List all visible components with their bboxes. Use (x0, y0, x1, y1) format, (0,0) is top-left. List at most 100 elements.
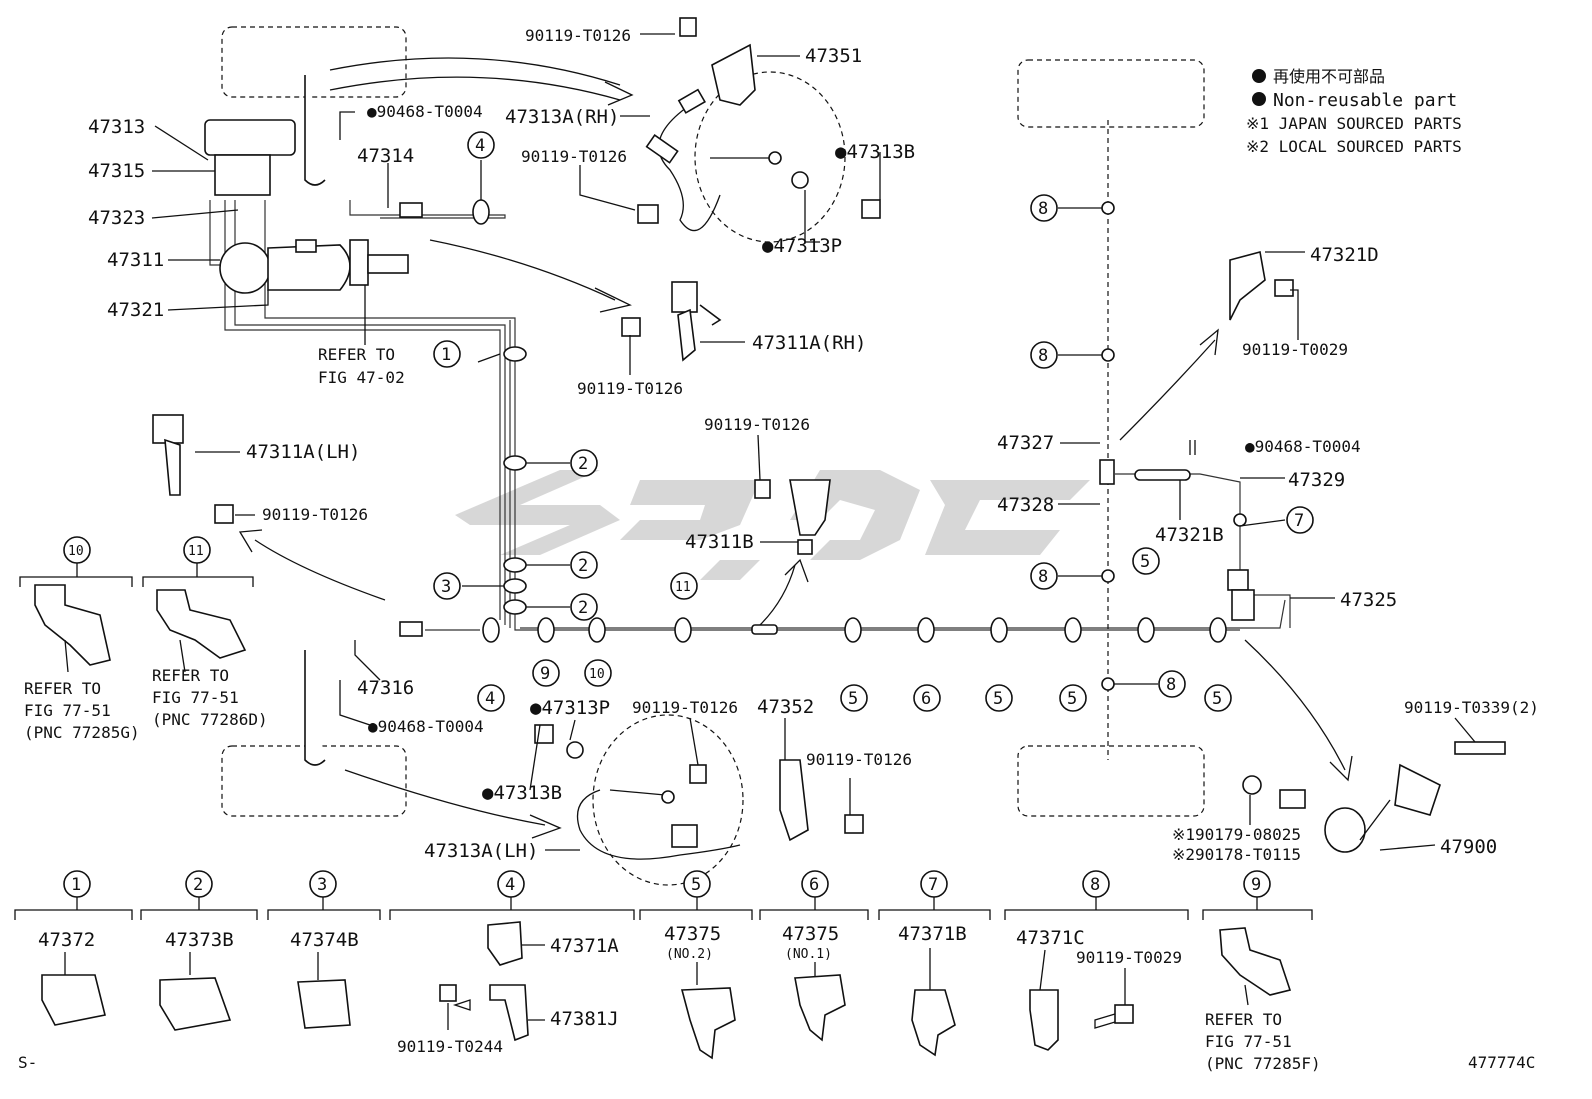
svg-text:7: 7 (1294, 511, 1304, 531)
label-47311a-lh: 47311A(LH) (246, 441, 360, 463)
label-290178-t0115: ※290178-T0115 (1172, 845, 1301, 864)
svg-text:5: 5 (1067, 689, 1077, 709)
clip-table-entry-7: 7 47371B (878, 870, 991, 1057)
callout-5d: 5 (1132, 547, 1160, 575)
label-90119-t0126-top: 90119-T0126 (525, 26, 631, 45)
watermark-logo (455, 470, 1090, 580)
leader-lines (151, 33, 1476, 851)
clip-table-entry-6: 6 47375 (NO.1) (759, 870, 869, 1042)
clip-table-entry-1: 1 47372 (14, 870, 133, 1026)
svg-text:5: 5 (993, 689, 1003, 709)
svg-text:47373B: 47373B (165, 929, 234, 951)
non-reusable-dot-icon (1252, 69, 1266, 83)
refer-fig-47-02-a: REFER TO (318, 345, 395, 364)
callout-circles: 1 4 2 2 3 2 11 4 9 10 5 6 5 5 5 5 8 8 8 … (433, 131, 1314, 712)
label-47313: 47313 (88, 116, 145, 138)
label-90119-t0126-311lh: 90119-T0126 (262, 505, 368, 524)
callout-8c: 8 (1030, 562, 1058, 590)
label-47313p-rh: ●47313P (762, 235, 842, 257)
legend-non-reusable-jp: 再使用不可部品 (1273, 67, 1385, 86)
svg-text:REFER TO: REFER TO (24, 679, 101, 698)
svg-text:(PNC 77286D): (PNC 77286D) (152, 710, 268, 729)
reference-box-top-right (1017, 59, 1205, 128)
pipe-hooks (304, 75, 423, 766)
clip-table-entry-2: 2 47373B (140, 870, 258, 1031)
svg-text:47371A: 47371A (550, 935, 619, 957)
callout-2b: 2 (570, 551, 598, 579)
callout-5b: 5 (985, 684, 1013, 712)
svg-text:8: 8 (1038, 346, 1048, 366)
svg-text:10: 10 (68, 544, 84, 559)
non-reusable-dot-icon (1252, 92, 1266, 106)
reference-box-top-left (221, 26, 407, 98)
svg-text:90119-T0244: 90119-T0244 (397, 1037, 503, 1056)
sensor-47900 (1242, 741, 1506, 853)
svg-text:6: 6 (809, 875, 819, 895)
label-47900: 47900 (1440, 836, 1497, 858)
svg-text:11: 11 (188, 544, 204, 559)
svg-text:7: 7 (928, 875, 938, 895)
callout-8a: 8 (1030, 194, 1058, 222)
label-90119-t0126-311rh: 90119-T0126 (577, 379, 683, 398)
svg-text:47372: 47372 (38, 929, 95, 951)
svg-text:(PNC 77285G): (PNC 77285G) (24, 723, 140, 742)
callout-1a: 1 (433, 340, 461, 368)
svg-text:2: 2 (578, 454, 588, 474)
label-47313a-lh: 47313A(LH) (424, 840, 538, 862)
label-47321d: 47321D (1310, 244, 1379, 266)
pointer-arrows (238, 57, 1353, 839)
svg-text:3: 3 (441, 577, 451, 597)
reference-box-bottom-right (1017, 745, 1205, 817)
page-prefix: S- (18, 1053, 37, 1072)
label-47327: 47327 (997, 432, 1054, 454)
svg-text:2: 2 (193, 875, 203, 895)
svg-text:5: 5 (1140, 552, 1150, 572)
svg-text:1: 1 (441, 345, 451, 365)
line-clips (472, 199, 1247, 691)
callout-8b: 8 (1030, 341, 1058, 369)
hose-bracket-rh (621, 281, 722, 362)
figure-code: 477774C (1468, 1053, 1535, 1072)
svg-text:47371C: 47371C (1016, 927, 1085, 949)
svg-text:90119-T0029: 90119-T0029 (1076, 948, 1182, 967)
label-90119-t0029-d: 90119-T0029 (1242, 340, 1348, 359)
label-47325: 47325 (1340, 589, 1397, 611)
clip-table-entry-9: 9 REFER TO FIG 77-51 (PNC 77285F) (1202, 870, 1321, 1073)
callout-4a: 4 (467, 131, 495, 159)
svg-text:4: 4 (505, 875, 515, 895)
svg-text:1: 1 (71, 875, 81, 895)
callout-5e: 5 (1204, 684, 1232, 712)
svg-text:(NO.2): (NO.2) (666, 947, 713, 962)
label-90119-t0126-rh: 90119-T0126 (521, 147, 627, 166)
callout-10a: 10 (584, 659, 612, 687)
svg-text:10: 10 (589, 667, 605, 682)
callout-2a: 2 (570, 449, 598, 477)
svg-text:47374B: 47374B (290, 929, 359, 951)
svg-text:47375: 47375 (664, 923, 721, 945)
label-47315: 47315 (88, 160, 145, 182)
label-47314: 47314 (357, 145, 414, 167)
callout-9a: 9 (532, 659, 560, 687)
callout-4b: 4 (477, 684, 505, 712)
legend-note-1: ※1 JAPAN SOURCED PARTS (1246, 114, 1462, 133)
label-47313b-rh: ●47313B (835, 141, 915, 163)
label-47329: 47329 (1288, 469, 1345, 491)
master-cylinder (204, 119, 409, 294)
label-47352: 47352 (757, 696, 814, 718)
svg-text:8: 8 (1090, 875, 1100, 895)
label-47311a-rh: 47311A(RH) (752, 332, 866, 354)
svg-text:5: 5 (1212, 689, 1222, 709)
svg-text:8: 8 (1038, 567, 1048, 587)
label-47313a-rh: 47313A(RH) (505, 106, 619, 128)
svg-text:3: 3 (317, 875, 327, 895)
svg-text:REFER TO: REFER TO (152, 666, 229, 685)
callout-3a: 3 (433, 572, 461, 600)
svg-text:47381J: 47381J (550, 1008, 619, 1030)
svg-text:9: 9 (540, 664, 550, 684)
svg-text:4: 4 (485, 689, 495, 709)
label-47351: 47351 (805, 45, 862, 67)
svg-text:4: 4 (475, 136, 485, 156)
label-90468-t0004-r: ●90468-T0004 (1245, 437, 1361, 456)
svg-text:FIG 77-51: FIG 77-51 (1205, 1032, 1292, 1051)
svg-text:2: 2 (578, 598, 588, 618)
